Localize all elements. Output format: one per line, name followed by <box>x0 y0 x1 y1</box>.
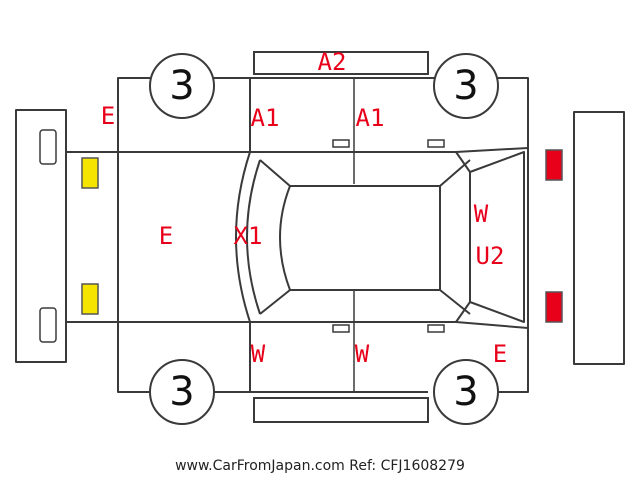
code-windshield: X1 <box>234 222 263 250</box>
code-rear-glass: W <box>474 200 489 228</box>
car-condition-diagram: 3 3 3 3 A2 E A1 A1 E X1 W U2 W W E <box>15 48 625 425</box>
front-lamp-bottom <box>81 283 99 315</box>
watermark-text: www.CarFromJapan.com Ref: CFJ1608279 <box>175 458 465 474</box>
code-roof-edge-top: A2 <box>318 48 347 76</box>
code-rear-fender-bottom: E <box>493 340 507 368</box>
code-rear-door-top: A1 <box>356 104 385 132</box>
tire-front-right: 3 <box>149 359 215 425</box>
top-view-body <box>66 148 529 328</box>
bottom-roof-strip <box>253 397 429 423</box>
code-rear-door-bottom: W <box>355 340 370 368</box>
top-roof-strip <box>253 51 429 75</box>
code-front-fender-top: E <box>101 102 115 130</box>
svg-text:3: 3 <box>169 369 194 415</box>
code-hood: E <box>159 222 173 250</box>
svg-text:3: 3 <box>169 63 194 109</box>
top-side-panel <box>117 77 529 184</box>
rear-lamp-bottom <box>545 291 563 323</box>
tire-rear-left: 3 <box>433 53 499 119</box>
front-bumper <box>15 109 67 363</box>
tire-rear-right: 3 <box>433 359 499 425</box>
tire-front-left: 3 <box>149 53 215 119</box>
code-front-door-bottom: W <box>251 340 266 368</box>
code-front-door-top: A1 <box>251 104 280 132</box>
svg-text:3: 3 <box>453 369 478 415</box>
rear-lamp-top <box>545 149 563 181</box>
bottom-side-panel <box>117 290 529 393</box>
code-trunk: U2 <box>476 242 505 270</box>
svg-text:3: 3 <box>453 63 478 109</box>
front-lamp-top <box>81 157 99 189</box>
rear-bumper <box>573 111 625 365</box>
